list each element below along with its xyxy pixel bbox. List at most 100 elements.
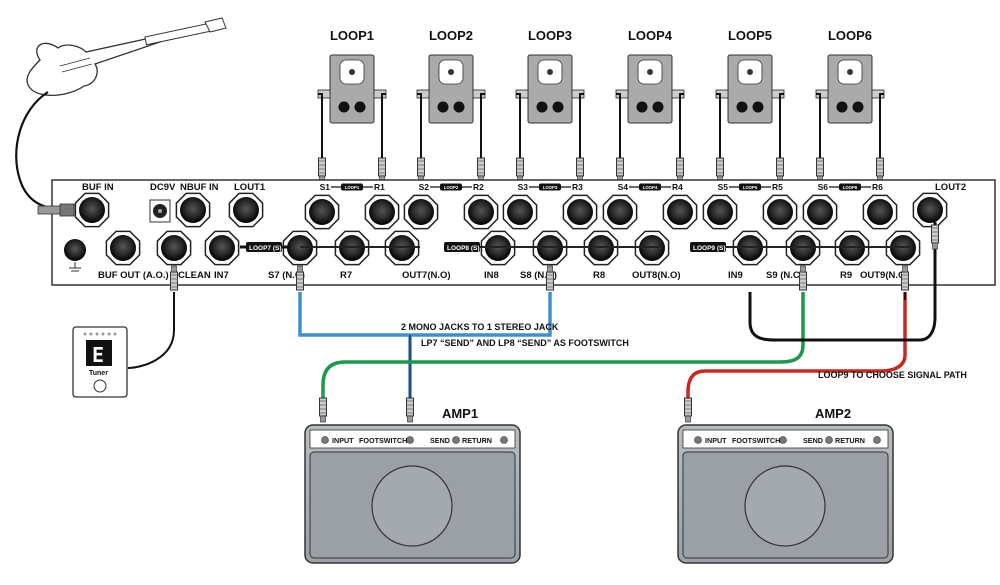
jack-return-2[interactable] (463, 194, 499, 230)
return-cable-3 (579, 93, 584, 158)
jack-nbuf-in[interactable] (175, 192, 211, 228)
label-r9: R9 (840, 270, 852, 281)
label-nbuf-in: NBUF IN (180, 182, 219, 193)
lout2-plug (931, 224, 939, 250)
label-r2: R2 (473, 182, 484, 192)
s9-plug (799, 265, 807, 291)
jack-return-4[interactable] (662, 194, 698, 230)
jack-in7[interactable] (204, 230, 240, 266)
blue-cable (298, 292, 552, 337)
label-s5: S5 (718, 182, 729, 192)
label-buf-in: BUF IN (82, 182, 114, 193)
jack-return-1[interactable] (364, 194, 400, 230)
return-cable-2 (480, 93, 485, 158)
jack-lout1[interactable] (228, 192, 264, 228)
speaker-icon (371, 465, 453, 547)
label-mini-loop-5: LOOP5 (743, 185, 758, 190)
buf-in-plug (37, 203, 75, 217)
label-s9: S9 (N.C) (766, 270, 803, 281)
send-plug-5 (716, 157, 724, 183)
jack-return-6[interactable] (862, 194, 898, 230)
effect-pedal-5 (715, 54, 785, 124)
dc-power-jack[interactable] (149, 199, 171, 223)
label-r6: R6 (872, 182, 883, 192)
amp1-footswitch-plug (406, 397, 414, 423)
label-r8: R8 (593, 270, 605, 281)
return-plug-5 (776, 157, 784, 183)
jack-buf-in[interactable] (74, 192, 110, 228)
green-cable (321, 292, 805, 398)
label-in9: IN9 (728, 270, 743, 281)
label-r3: R3 (572, 182, 583, 192)
loop-title-5: LOOP5 (728, 28, 772, 43)
label-out7: OUT7(N.O) (402, 270, 451, 281)
return-cable-6 (879, 93, 884, 158)
send-cable-1 (318, 93, 323, 158)
send-cable-6 (816, 93, 821, 158)
jack-send-6[interactable] (802, 194, 838, 230)
jack-send-4[interactable] (602, 194, 638, 230)
s8-plug (546, 265, 554, 291)
send-cable-2 (417, 93, 422, 158)
return-plug-1 (378, 157, 386, 183)
label-r1: R1 (374, 182, 385, 192)
loop-send-return-label-3: S3 LOOP3 R3 (518, 182, 584, 192)
jack-send-3[interactable] (502, 194, 538, 230)
amp2-input-plug (684, 397, 692, 423)
return-cable-5 (779, 93, 784, 158)
amp-send-label: SEND (430, 436, 450, 445)
loop-title-4: LOOP4 (628, 28, 673, 43)
label-mini-loop-4: LOOP4 (643, 185, 658, 190)
label-dc9v: DC9V (150, 182, 176, 193)
return-plug-6 (876, 157, 884, 183)
effect-pedal-2 (416, 54, 486, 124)
tuner-display: E (92, 343, 104, 367)
label-buf-out: BUF OUT (A.O.) (98, 270, 169, 281)
loop-title-3: LOOP3 (528, 28, 572, 43)
effect-pedal-1 (317, 54, 387, 124)
label-s4: S4 (618, 182, 629, 192)
label-mini-loop-2: LOOP2 (444, 185, 459, 190)
loop8-bar: LOOP8 (S) (444, 242, 660, 252)
label-clean: CLEAN (178, 270, 211, 281)
send-cable-4 (616, 93, 621, 158)
label-in7: IN7 (214, 270, 229, 281)
jack-send-1[interactable] (304, 194, 340, 230)
svg-text:LOOP9 (S): LOOP9 (S) (693, 245, 726, 252)
jack-return-3[interactable] (562, 194, 598, 230)
loop9-bar: LOOP9 (S) (690, 242, 910, 252)
jack-send-5[interactable] (702, 194, 738, 230)
tuner-cable (127, 292, 175, 369)
label-lout1: LOUT1 (234, 182, 266, 193)
return-plug-2 (477, 157, 485, 183)
label-s7: S7 (N.C) (268, 270, 305, 281)
annotation-footswitch: LP7 “SEND” AND LP8 “SEND” AS FOOTSWITCH (421, 338, 629, 348)
jack-buf-out[interactable] (105, 230, 141, 266)
label-in8: IN8 (484, 270, 499, 281)
tuner-label: Tuner (89, 370, 108, 377)
return-plug-3 (576, 157, 584, 183)
label-s6: S6 (818, 182, 829, 192)
jack-send-2[interactable] (403, 194, 439, 230)
label-s8: S8 (N.C) (520, 270, 557, 281)
jack-lout2[interactable] (912, 192, 948, 228)
label-mini-loop-3: LOOP3 (543, 185, 558, 190)
label-s2: S2 (419, 182, 430, 192)
send-plug-4 (616, 157, 624, 183)
amp-return-label: RETURN (835, 436, 865, 445)
send-plug-1 (318, 157, 326, 183)
red-cable (686, 292, 907, 398)
label-s3: S3 (518, 182, 529, 192)
label-mini-loop-1: LOOP1 (345, 185, 360, 190)
send-plug-3 (516, 157, 524, 183)
jack-clean[interactable] (156, 230, 192, 266)
label-r7: R7 (340, 270, 352, 281)
jack-return-5[interactable] (762, 194, 798, 230)
amp-title-1: AMP1 (442, 406, 478, 421)
loop-send-return-label-2: S2 LOOP2 R2 (419, 182, 485, 192)
out9-plug (901, 265, 909, 291)
